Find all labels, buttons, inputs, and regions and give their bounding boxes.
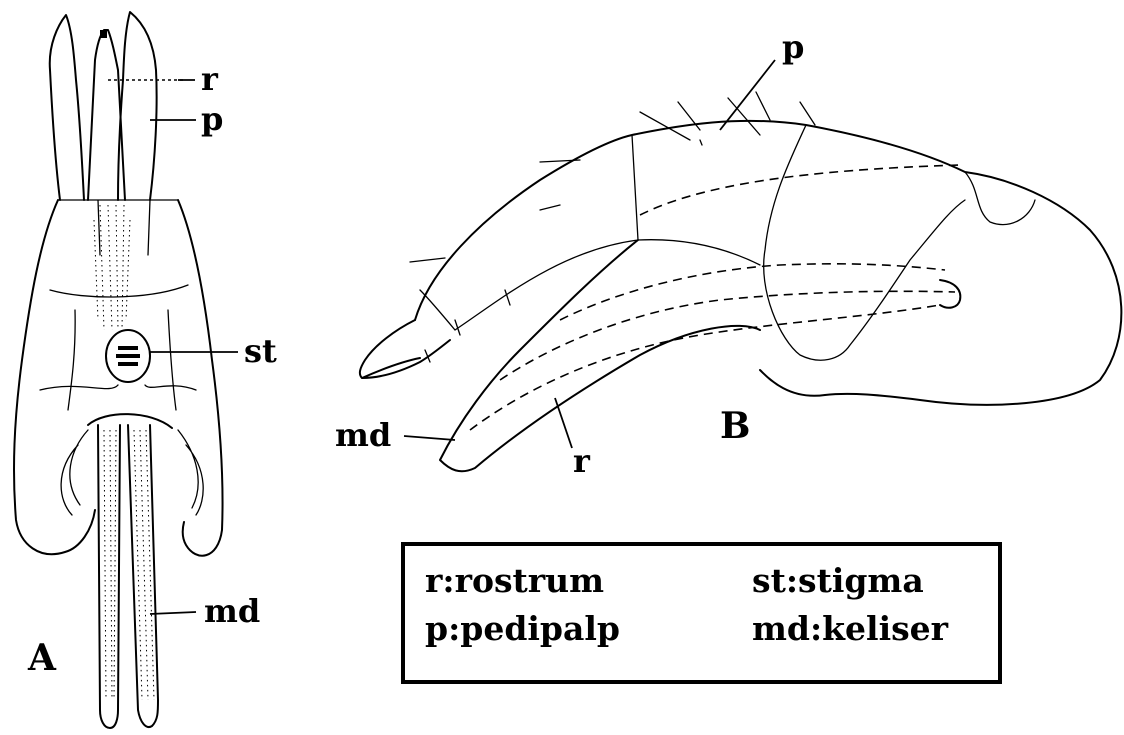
panel-b-top-outline (415, 121, 1121, 405)
legend-item-rostrum: r:rostrum (425, 561, 604, 600)
legend-item-pedipalp: p:pedipalp (425, 609, 620, 648)
panel-a-stigma-mark (116, 348, 140, 364)
panel-b-internal-dash-3 (500, 291, 955, 380)
panel-b-palp-segments (420, 240, 760, 330)
panel-a-body-left (14, 200, 95, 554)
legend-box: r:rostrum st:stigma p:pedipalp md:kelise… (403, 544, 1000, 682)
panel-b-internal-dash-2 (560, 264, 945, 320)
panel-a-lower-arch (88, 414, 172, 428)
panel-b-label-p: p (782, 28, 804, 66)
legend-item-keliser: md:keliser (752, 609, 949, 648)
panel-a-letter: A (27, 637, 57, 679)
panel-b-palp-tip (360, 320, 450, 378)
legend-item-stigma: st:stigma (752, 561, 924, 600)
panel-b-letter: B (720, 405, 750, 447)
panel-b-chelicera-tip (940, 280, 960, 308)
panel-a-body-right (178, 200, 223, 556)
panel-a-rostrum-tip (100, 30, 107, 38)
panel-a-coxa-lines (40, 200, 196, 390)
panel-b-segments (632, 125, 965, 360)
panel-a-chelicera-left (98, 425, 120, 728)
panel-a-label-p: p (201, 100, 223, 138)
panel-b-label-r: r (573, 442, 591, 480)
panel-a-chelicera-right (128, 425, 158, 727)
panel-b-setae (410, 92, 815, 362)
panel-b-internal-dash-4 (470, 305, 940, 430)
panel-b-leaders (404, 60, 775, 448)
panel-b-internal-dash-1 (640, 165, 960, 215)
panel-b-rostrum (440, 240, 760, 471)
panel-a-arms (61, 430, 203, 515)
panel-a-label-md: md (204, 592, 260, 630)
panel-a-rostrum (88, 30, 125, 200)
panel-a-label-r: r (201, 60, 219, 98)
panel-a-label-st: st (244, 332, 277, 370)
panel-a-pedipalp-left (50, 15, 84, 200)
panel-b-label-md: md (335, 416, 391, 454)
